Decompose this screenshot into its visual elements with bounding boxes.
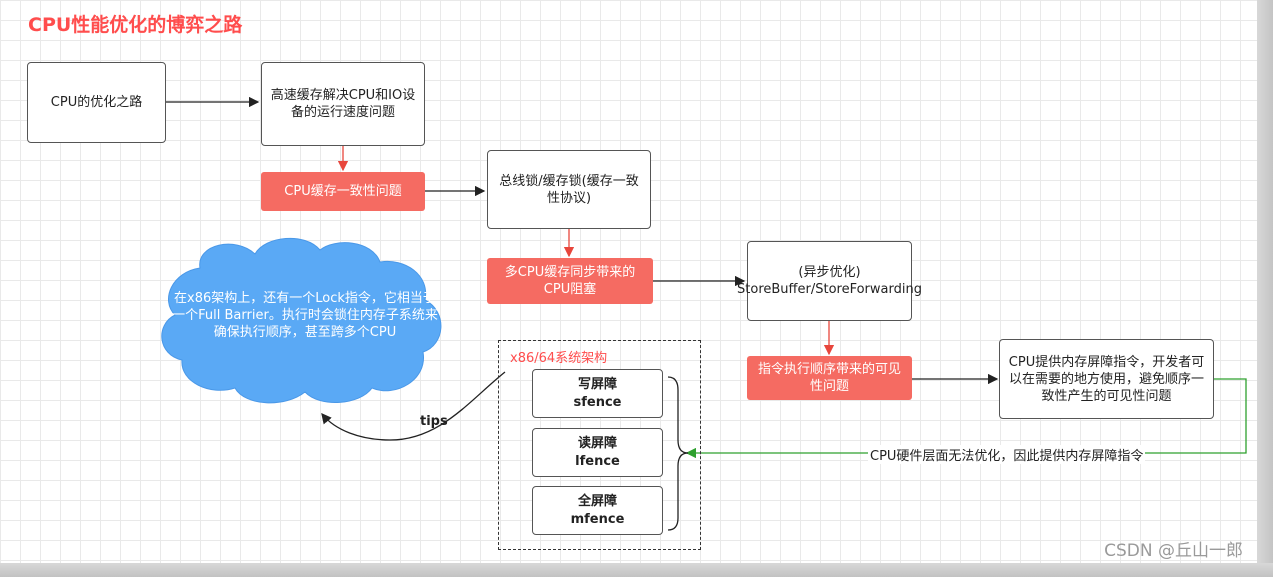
node-reorder-visibility: 指令执行顺序带来的可见性问题 — [747, 356, 912, 400]
barrier-read-instr: lfence — [575, 453, 620, 469]
x86-group-label: x86/64系统架构 — [510, 351, 608, 366]
window-frame-bottom — [0, 563, 1273, 577]
barrier-full-instr: mfence — [570, 511, 625, 527]
window-frame-right — [1257, 0, 1273, 577]
barrier-write: 写屏障 sfence — [532, 369, 663, 418]
node-bus-cache-lock: 总线锁/缓存锁(缓存一致性协议) — [487, 150, 651, 229]
barrier-write-name: 写屏障 — [577, 376, 617, 392]
tips-label: tips — [420, 414, 448, 429]
barrier-full: 全屏障 mfence — [532, 486, 663, 535]
note-cloud — [161, 237, 442, 404]
node-async-optimization: (异步优化) StoreBuffer/StoreForwarding — [737, 241, 922, 321]
barrier-full-name: 全屏障 — [577, 493, 617, 509]
node-multi-cpu-block: 多CPU缓存同步带来的CPU阻塞 — [487, 258, 653, 304]
note-cloud-text: 在x86架构上，还有一个Lock指令，它相当于一个Full Barrier。执行… — [172, 291, 438, 340]
node-cpu-optimization: CPU的优化之路 — [27, 62, 166, 143]
node-cache-solution: 高速缓存解决CPU和IO设备的运行速度问题 — [261, 62, 425, 146]
x86-group-container — [498, 340, 701, 550]
node-memory-barrier: CPU提供内存屏障指令，开发者可以在需要的地方使用，避免顺序一致性产生的可见性问… — [999, 339, 1214, 419]
csdn-watermark: CSDN @丘山一郎 — [1104, 541, 1243, 561]
barrier-read: 读屏障 lfence — [532, 428, 663, 477]
diagram-title: CPU性能优化的博弈之路 — [28, 14, 243, 36]
edge-label-hardware: CPU硬件层面无法优化，因此提供内存屏障指令 — [868, 445, 1146, 464]
node-cache-coherence: CPU缓存一致性问题 — [261, 172, 425, 211]
barrier-read-name: 读屏障 — [577, 435, 617, 451]
barrier-write-instr: sfence — [573, 394, 622, 410]
